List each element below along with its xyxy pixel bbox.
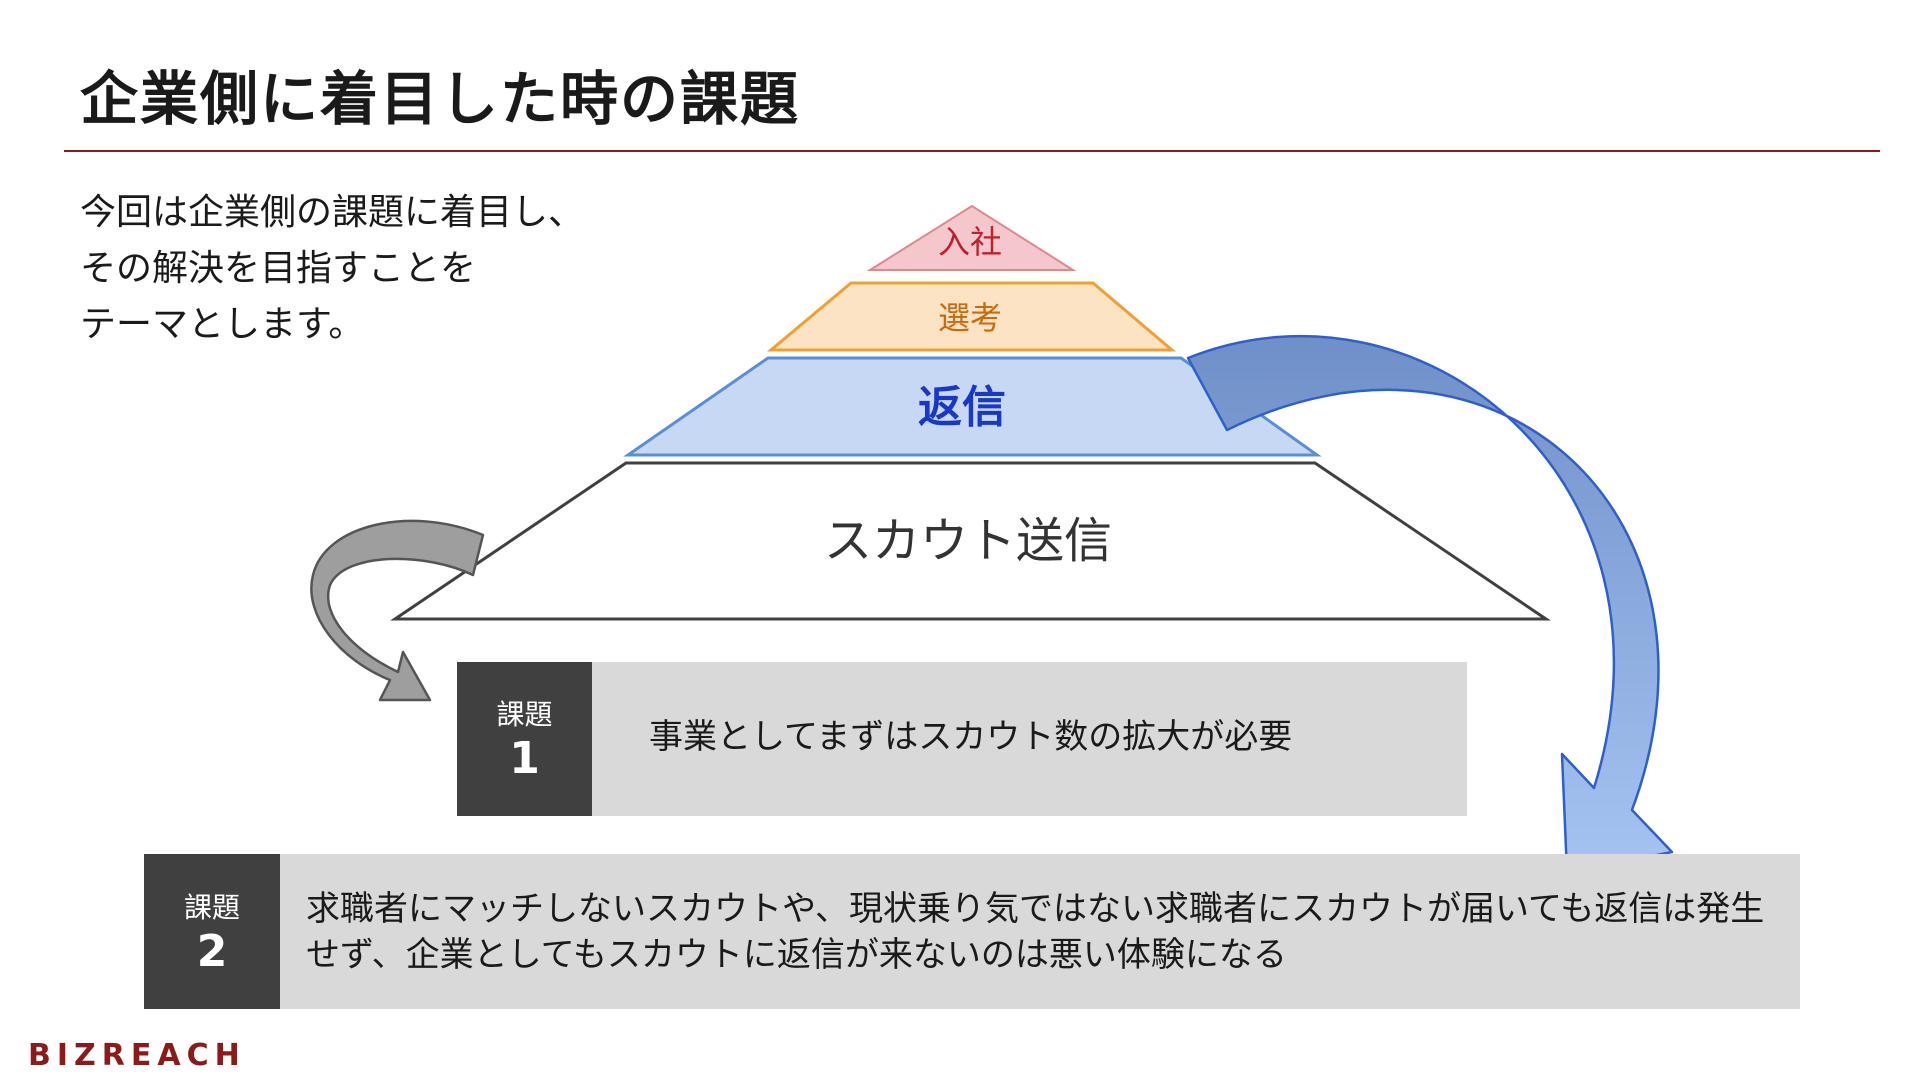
issue-tag-number: 1 [509,733,540,784]
bizreach-logo: BIZREACH [28,1038,246,1073]
pyramid-level-scout-label: スカウト送信 [824,513,1112,569]
issue-tag-number: 2 [196,925,228,977]
pyramid-level-reply-shape [623,356,1322,457]
slide-title: 企業側に着目した時の課題 [80,65,801,133]
intro-line: テーマとします。 [80,304,365,345]
issue-text-2: 求職者にマッチしないスカウトや、現状乗り気ではない求職者にスカウトが届いても返信… [306,889,1765,975]
curved-arrow-gray-icon [310,519,485,702]
pyramid-level-selection-label: 選考 [938,299,1002,337]
intro-line: その解決を目指すことを [80,248,477,289]
pyramid-level-join-label: 入社 [938,223,1002,261]
issue-tag-1: 課題 1 [457,662,592,816]
issue-box-1: 課題 1 事業としてまずはスカウト数の拡大が必要 [457,662,1467,816]
intro-line: 今回は企業側の課題に着目し、 [80,192,585,233]
issue-text-1: 事業としてまずはスカウト数の拡大が必要 [649,717,1293,757]
issue-box-2: 課題 2 求職者にマッチしないスカウトや、現状乗り気ではない求職者にスカウトが届… [144,854,1800,1009]
title-divider [64,150,1880,152]
pyramid-level-selection-shape [766,281,1177,352]
issue-tag-label: 課題 [496,698,553,731]
issue-tag-2: 課題 2 [144,854,280,1009]
pyramid-level-reply-label: 返信 [918,382,1006,433]
pyramid-level-join-shape [866,204,1077,271]
intro-text: 今回は企業側の課題に着目し、 その解決を目指すことを テーマとします。 [80,185,584,353]
issue-tag-label: 課題 [183,890,240,924]
